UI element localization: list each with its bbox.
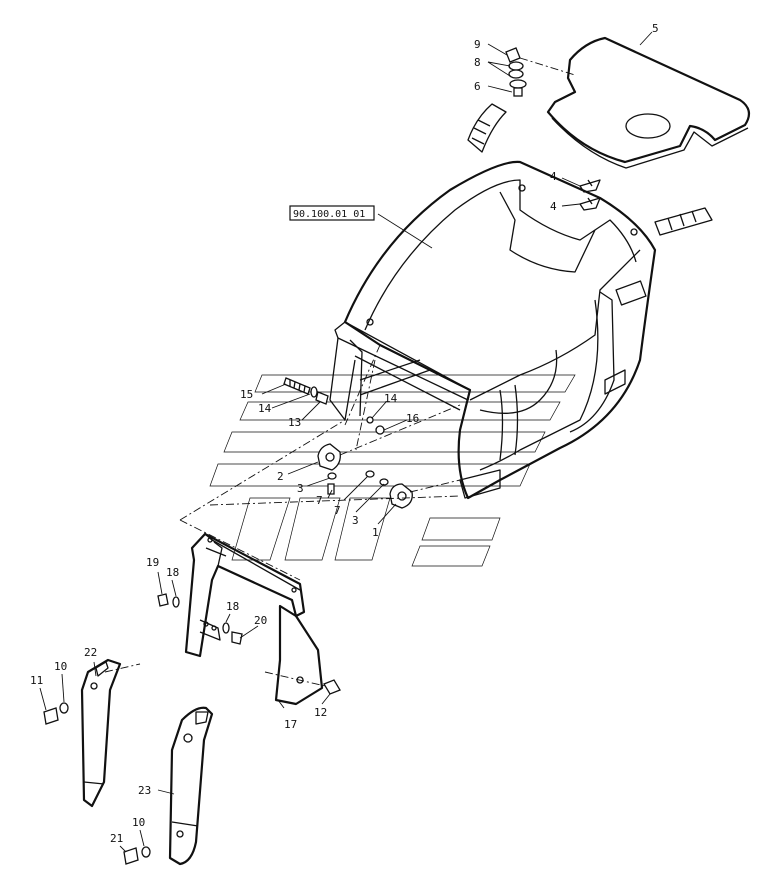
callout-14-right: 14 bbox=[384, 392, 398, 405]
reference-box: 90.100.01 01 bbox=[289, 205, 375, 221]
callout-1: 1 bbox=[372, 526, 379, 539]
top-cover-panel bbox=[546, 31, 751, 169]
callout-7-right: 7 bbox=[334, 504, 341, 517]
callout-4-lower: 4 bbox=[550, 200, 557, 213]
callout-9: 9 bbox=[474, 38, 481, 51]
seal-strip-top bbox=[467, 103, 507, 153]
callout-8: 8 bbox=[474, 56, 481, 69]
callout-18-upper: 18 bbox=[166, 566, 179, 579]
callout-17: 17 bbox=[284, 718, 297, 731]
callout-18-lower: 18 bbox=[226, 600, 239, 613]
trim-piece-22 bbox=[80, 658, 122, 808]
callout-14-left: 14 bbox=[258, 402, 272, 415]
callout-13: 13 bbox=[288, 416, 301, 429]
callout-labels: 5 9 8 6 4 4 15 14 13 14 16 2 3 7 7 3 1 1… bbox=[30, 22, 659, 845]
trim-bolts bbox=[39, 673, 151, 865]
callout-23: 23 bbox=[138, 784, 151, 797]
seal-strip-right bbox=[654, 207, 713, 236]
main-frame bbox=[329, 160, 657, 500]
frame-bolts bbox=[157, 571, 341, 705]
trim-piece-23 bbox=[157, 706, 214, 866]
callout-4-upper: 4 bbox=[550, 170, 557, 183]
reference-label: 90.100.01 01 bbox=[293, 209, 365, 220]
hinge-bracket-left bbox=[287, 443, 341, 475]
callout-2: 2 bbox=[277, 470, 284, 483]
watermark-logo bbox=[209, 374, 576, 567]
callout-3-left: 3 bbox=[297, 482, 304, 495]
support-frame bbox=[184, 532, 324, 709]
callout-15: 15 bbox=[240, 388, 253, 401]
callout-12: 12 bbox=[314, 706, 327, 719]
callout-16: 16 bbox=[406, 412, 419, 425]
hardware-stack bbox=[487, 43, 576, 97]
callout-6: 6 bbox=[474, 80, 481, 93]
callout-10-lower: 10 bbox=[132, 816, 145, 829]
callout-3-right: 3 bbox=[352, 514, 359, 527]
callout-22: 22 bbox=[84, 646, 97, 659]
callout-7-left: 7 bbox=[316, 494, 323, 507]
hinge-bolt-assembly bbox=[261, 377, 329, 421]
callout-11: 11 bbox=[30, 674, 43, 687]
assembly-lines bbox=[104, 344, 461, 687]
hinge-bracket-right bbox=[377, 483, 413, 525]
callout-5: 5 bbox=[652, 22, 659, 35]
callout-20: 20 bbox=[254, 614, 267, 627]
callout-21: 21 bbox=[110, 832, 123, 845]
callout-19: 19 bbox=[146, 556, 159, 569]
callout-10-upper: 10 bbox=[54, 660, 67, 673]
small-fasteners bbox=[306, 401, 408, 513]
